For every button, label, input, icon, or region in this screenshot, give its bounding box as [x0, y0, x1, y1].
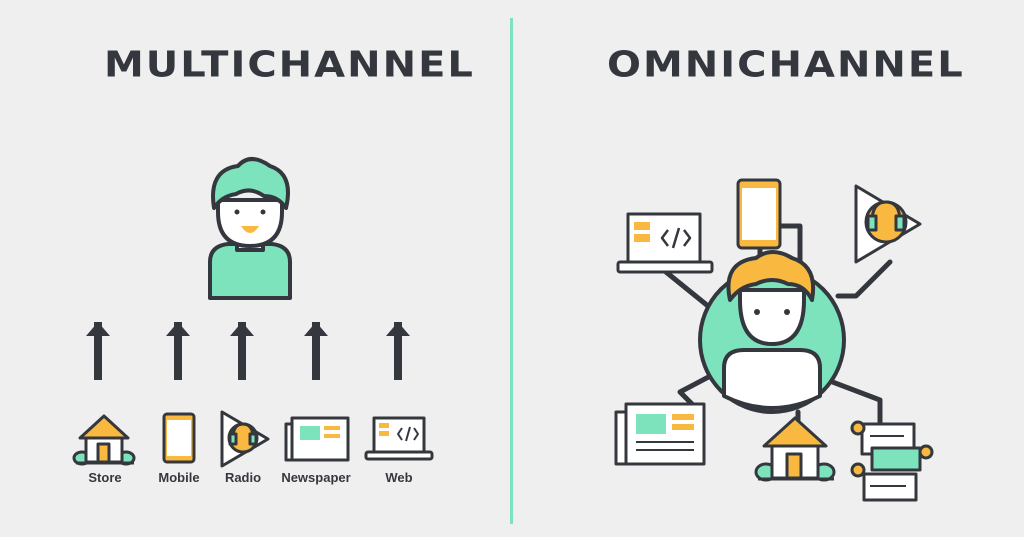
web-icon — [364, 416, 434, 461]
center-divider — [510, 18, 513, 524]
newspaper-label: Newspaper — [281, 470, 351, 485]
radio-label: Radio — [224, 470, 262, 485]
chat-icon — [850, 420, 934, 502]
up-arrow-icon — [304, 322, 328, 380]
newspaper-icon — [614, 402, 706, 466]
multichannel-title: MULTICHANNEL — [104, 44, 475, 86]
web-label: Web — [385, 470, 413, 485]
person-icon — [208, 157, 292, 300]
mobile-icon — [736, 178, 782, 250]
up-arrow-icon — [166, 322, 190, 380]
person-icon — [698, 250, 846, 414]
up-arrow-icon — [230, 322, 254, 380]
laptop-icon — [616, 212, 714, 274]
store-icon — [72, 414, 136, 466]
up-arrow-icon — [86, 322, 110, 380]
radio-icon — [854, 184, 922, 264]
mobile-label: Mobile — [158, 470, 200, 485]
up-arrow-icon — [386, 322, 410, 380]
mobile-icon — [162, 412, 196, 464]
omnichannel-title: OMNICHANNEL — [607, 44, 965, 86]
newspaper-icon — [284, 416, 350, 462]
store-label: Store — [88, 470, 122, 485]
radio-icon — [220, 410, 270, 468]
store-icon — [754, 416, 836, 482]
